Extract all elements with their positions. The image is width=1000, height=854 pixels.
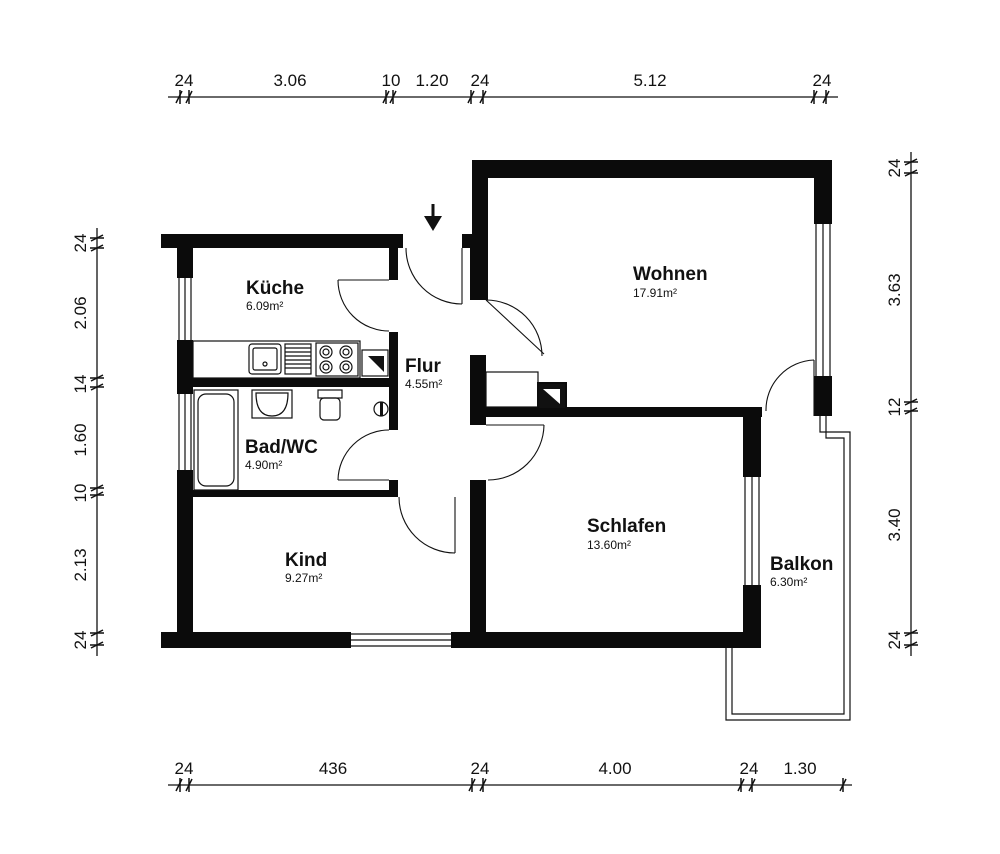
left-dim-4: 10	[71, 484, 90, 503]
room-area: 17.91m²	[633, 286, 677, 300]
toilet-icon	[317, 389, 343, 421]
room-area: 4.55m²	[405, 377, 442, 391]
bottom-dim-3: 4.00	[598, 759, 631, 778]
right-dim-4: 24	[885, 631, 904, 650]
chimney-icon	[485, 371, 565, 408]
left-dim-0: 24	[71, 234, 90, 253]
room-area: 9.27m²	[285, 571, 322, 585]
room-labels: Küche 6.09m² Wohnen 17.91m² Flur 4.55m² …	[245, 264, 833, 589]
top-dim-4: 24	[471, 71, 490, 90]
kitchen-door	[337, 279, 390, 332]
bathroom-fixtures	[193, 389, 389, 491]
balcony-door	[765, 359, 815, 416]
left-dim-6: 24	[71, 631, 90, 650]
windows	[178, 224, 831, 647]
room-area: 6.09m²	[246, 299, 283, 313]
room-name: Bad/WC	[245, 437, 318, 458]
left-dim-1: 2.06	[71, 296, 90, 329]
room-name: Wohnen	[633, 264, 708, 285]
top-dim-3: 1.20	[415, 71, 448, 90]
right-dim-2: 12	[885, 398, 904, 417]
entrance-door	[405, 247, 463, 305]
doors	[337, 247, 815, 554]
drainboard	[284, 343, 312, 375]
schlafen-door	[486, 424, 545, 481]
left-dim-2: 14	[71, 375, 90, 394]
top-dim-2: 10	[382, 71, 401, 90]
room-name: Schlafen	[587, 516, 666, 537]
stove-icon	[315, 342, 359, 377]
room-area: 4.90m²	[245, 458, 282, 472]
room-area: 13.60m²	[587, 538, 631, 552]
kind-door	[398, 496, 456, 554]
left-dim-5: 2.13	[71, 548, 90, 581]
chimney-icon	[361, 349, 389, 377]
room-name: Kind	[285, 550, 327, 571]
room-kueche: Küche 6.09m²	[246, 278, 304, 313]
kitchen-counter	[192, 340, 389, 379]
wall-fixture	[373, 401, 389, 417]
room-balkon: Balkon 6.30m²	[770, 554, 833, 589]
room-bad-wc: Bad/WC 4.90m²	[245, 437, 318, 472]
bottom-dim-4: 24	[740, 759, 759, 778]
left-dimension-chain: 24 2.06 14 1.60 10 2.13 24	[71, 228, 104, 656]
room-name: Flur	[405, 356, 441, 377]
right-dim-3: 3.40	[885, 508, 904, 541]
left-dim-3: 1.60	[71, 423, 90, 456]
top-dim-1: 3.06	[273, 71, 306, 90]
top-dim-0: 24	[175, 71, 194, 90]
bottom-dim-5: 1.30	[783, 759, 816, 778]
bottom-dimension-chain: 24 436 24 4.00 24 1.30	[168, 759, 852, 792]
room-name: Küche	[246, 278, 304, 299]
top-dim-6: 24	[813, 71, 832, 90]
wohnen-door	[485, 299, 545, 357]
top-dim-5: 5.12	[633, 71, 666, 90]
right-dim-0: 24	[885, 159, 904, 178]
balcony	[725, 416, 851, 721]
bottom-dim-1: 436	[319, 759, 347, 778]
washbasin-icon	[251, 389, 293, 419]
room-area: 6.30m²	[770, 575, 807, 589]
room-kind: Kind 9.27m²	[285, 550, 327, 585]
room-name: Balkon	[770, 554, 833, 575]
room-schlafen: Schlafen 13.60m²	[587, 516, 666, 552]
room-flur: Flur 4.55m²	[405, 356, 442, 391]
room-wohnen: Wohnen 17.91m²	[633, 264, 708, 300]
right-dimension-chain: 24 3.63 12 3.40 24	[885, 152, 918, 656]
entrance-arrow-icon	[424, 204, 442, 231]
bottom-dim-2: 24	[471, 759, 490, 778]
right-dim-1: 3.63	[885, 273, 904, 306]
bottom-dim-0: 24	[175, 759, 194, 778]
walls	[161, 160, 832, 648]
kitchen-sink-icon	[248, 343, 282, 375]
bath-door	[337, 429, 390, 481]
bathtub-icon	[193, 389, 239, 491]
top-dimension-chain: 24 3.06 10 1.20 24 5.12 24	[168, 71, 838, 104]
